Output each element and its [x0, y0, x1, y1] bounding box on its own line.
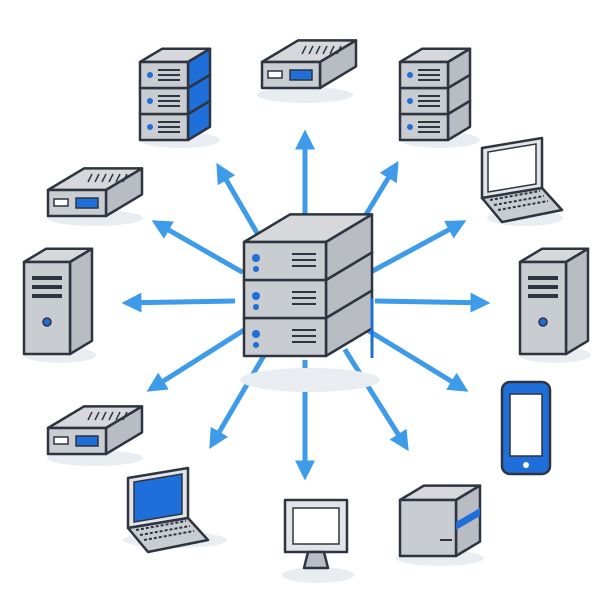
undefined-side	[564, 247, 590, 356]
undefined-front	[518, 260, 568, 356]
led	[407, 98, 413, 104]
hub-led	[253, 342, 259, 348]
screen	[133, 473, 183, 523]
keyboard-deck	[126, 516, 210, 554]
arrow-4	[151, 220, 245, 275]
devices	[22, 39, 591, 583]
vent	[108, 411, 114, 421]
server-stack-blue-icon	[138, 47, 220, 148]
drive-bay	[32, 294, 62, 298]
keys	[497, 200, 549, 211]
port-blue	[75, 435, 99, 447]
arrow-8	[364, 327, 469, 392]
undefined-side	[68, 247, 94, 356]
storage-front	[398, 498, 458, 558]
arrow-3	[366, 220, 467, 276]
arrow-9	[209, 349, 270, 450]
hub-led	[253, 266, 259, 272]
vent	[94, 173, 100, 183]
hub-led	[253, 304, 259, 310]
vent	[101, 173, 107, 183]
keys	[135, 520, 187, 531]
vent	[329, 45, 335, 55]
shadow	[282, 567, 354, 583]
vent	[87, 411, 93, 421]
vent	[122, 173, 128, 183]
vent	[122, 411, 128, 421]
vent	[108, 173, 114, 183]
hub-led	[252, 292, 260, 300]
port	[53, 198, 69, 207]
screen	[487, 143, 537, 193]
drive-bay	[528, 276, 558, 280]
central-server	[240, 213, 380, 392]
modem-icon	[46, 167, 144, 226]
vent	[322, 45, 328, 55]
port	[267, 70, 283, 79]
arrow-7	[146, 327, 246, 392]
vent	[336, 45, 342, 55]
vent	[87, 173, 93, 183]
hub-shadow	[240, 368, 380, 392]
arrow-11	[342, 348, 409, 452]
port	[53, 436, 69, 445]
drive-bay	[528, 294, 558, 298]
server-stack-icon	[242, 213, 374, 358]
server-stack-icon	[398, 47, 480, 148]
led	[147, 72, 153, 78]
power-led	[538, 317, 548, 327]
arrow-5	[121, 292, 236, 313]
vent	[315, 45, 321, 55]
vent	[301, 45, 307, 55]
monitor-stand	[302, 550, 330, 570]
drive-bay	[32, 276, 62, 280]
modem-icon	[46, 405, 144, 466]
storage-box-icon	[396, 484, 484, 566]
led	[147, 98, 153, 104]
drive-bay	[528, 285, 558, 289]
arrow-6	[374, 292, 491, 313]
keys	[143, 530, 195, 541]
vent	[115, 173, 121, 183]
hub-led	[252, 254, 260, 262]
shadow	[257, 87, 353, 103]
laptop-blue-screen-icon	[123, 466, 227, 554]
keys	[493, 195, 545, 206]
led	[407, 72, 413, 78]
modem-icon	[257, 39, 358, 103]
port-blue	[75, 197, 99, 209]
hub-led	[252, 330, 260, 338]
laptop-icon	[480, 136, 564, 226]
keys	[489, 190, 541, 201]
drive-bay	[32, 285, 62, 289]
led	[147, 124, 153, 130]
vent	[101, 411, 107, 421]
keys	[139, 525, 191, 536]
led	[407, 124, 413, 130]
vent	[115, 411, 121, 421]
tower-server-icon	[518, 247, 591, 363]
port-blue	[289, 69, 313, 81]
smartphone-icon	[500, 380, 552, 476]
undefined-front	[22, 260, 72, 356]
monitor-icon	[282, 498, 354, 583]
home-button	[523, 462, 529, 468]
monitor-screen	[292, 507, 340, 545]
keyboard-deck	[480, 186, 564, 224]
vent	[308, 45, 314, 55]
phone-screen	[509, 393, 543, 457]
vent	[94, 411, 100, 421]
power-led	[42, 317, 52, 327]
blue-stripe	[456, 508, 480, 530]
tower-server-icon	[22, 247, 96, 363]
